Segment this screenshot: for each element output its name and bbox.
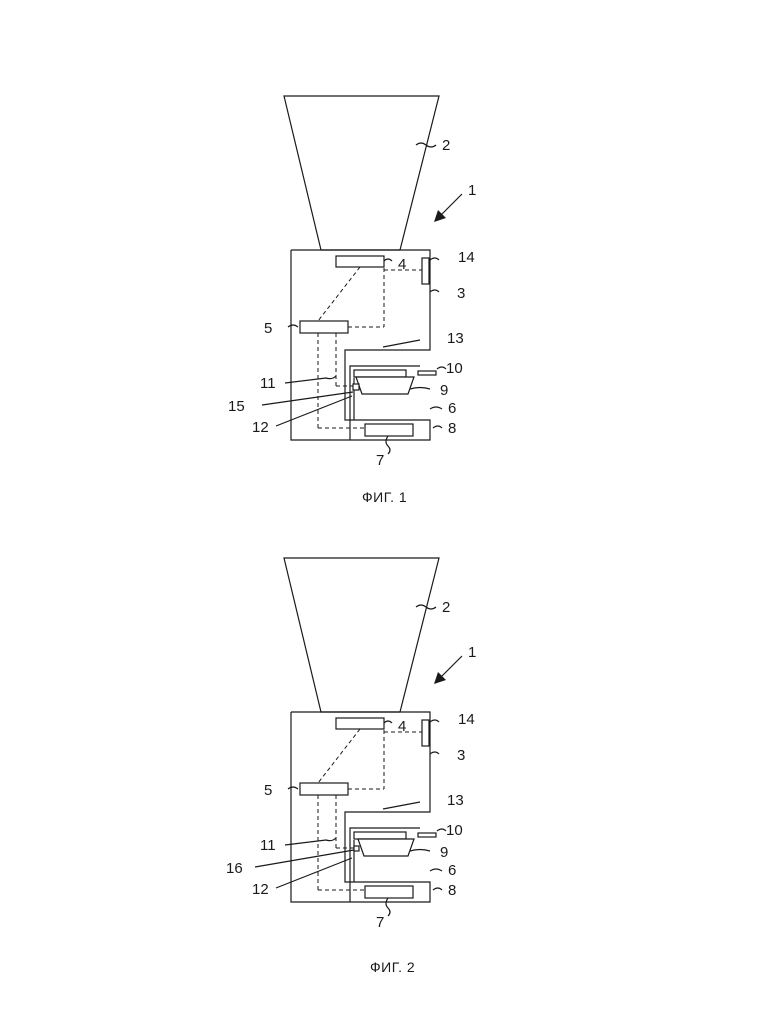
component-10 xyxy=(418,371,436,375)
label-9: 9 xyxy=(440,844,448,861)
label-8: 8 xyxy=(448,882,456,899)
label-5: 5 xyxy=(264,320,272,337)
component-5 xyxy=(300,783,348,795)
label-3: 3 xyxy=(457,747,465,764)
component-10 xyxy=(418,833,436,837)
component-16 xyxy=(354,846,359,851)
label-13: 13 xyxy=(447,792,464,809)
component-14 xyxy=(422,720,429,746)
figure-caption: ФИГ. 1 xyxy=(362,489,407,505)
control-line xyxy=(318,267,360,321)
component-7 xyxy=(365,424,413,436)
label-2: 2 xyxy=(442,137,450,154)
label-16: 16 xyxy=(226,860,243,877)
figure-2: 2 1 4 14 3 5 13 10 11 9 16 6 12 8 7 ФИГ.… xyxy=(226,558,476,975)
component-13 xyxy=(354,832,406,839)
component-7 xyxy=(365,886,413,898)
control-line xyxy=(318,729,360,783)
label-14: 14 xyxy=(458,249,475,266)
label-11: 11 xyxy=(260,375,276,392)
label-14: 14 xyxy=(458,711,475,728)
component-4 xyxy=(336,256,384,267)
label-5: 5 xyxy=(264,782,272,799)
label-1: 1 xyxy=(468,182,476,199)
component-9 xyxy=(358,839,414,856)
component-5 xyxy=(300,321,348,333)
label-15: 15 xyxy=(228,398,245,415)
label-8: 8 xyxy=(448,420,456,437)
label-13: 13 xyxy=(447,330,464,347)
label-11: 11 xyxy=(260,837,276,854)
label-10: 10 xyxy=(446,360,463,377)
label-9: 9 xyxy=(440,382,448,399)
label-12: 12 xyxy=(252,881,269,898)
hopper xyxy=(284,558,439,712)
label-6: 6 xyxy=(448,862,456,879)
label-3: 3 xyxy=(457,285,465,302)
figure-caption: ФИГ. 2 xyxy=(370,959,415,975)
label-12: 12 xyxy=(252,419,269,436)
component-4 xyxy=(336,718,384,729)
component-13 xyxy=(354,370,406,377)
label-10: 10 xyxy=(446,822,463,839)
figure-1: 2 1 4 14 3 5 13 10 11 9 15 6 12 8 7 ФИГ.… xyxy=(228,96,476,505)
component-15 xyxy=(353,384,359,390)
hopper xyxy=(284,96,439,250)
label-7: 7 xyxy=(376,452,384,469)
label-6: 6 xyxy=(448,400,456,417)
label-4: 4 xyxy=(398,256,406,273)
label-4: 4 xyxy=(398,718,406,735)
label-7: 7 xyxy=(376,914,384,931)
label-1: 1 xyxy=(468,644,476,661)
label-2: 2 xyxy=(442,599,450,616)
component-14 xyxy=(422,258,429,284)
component-9 xyxy=(356,377,414,394)
